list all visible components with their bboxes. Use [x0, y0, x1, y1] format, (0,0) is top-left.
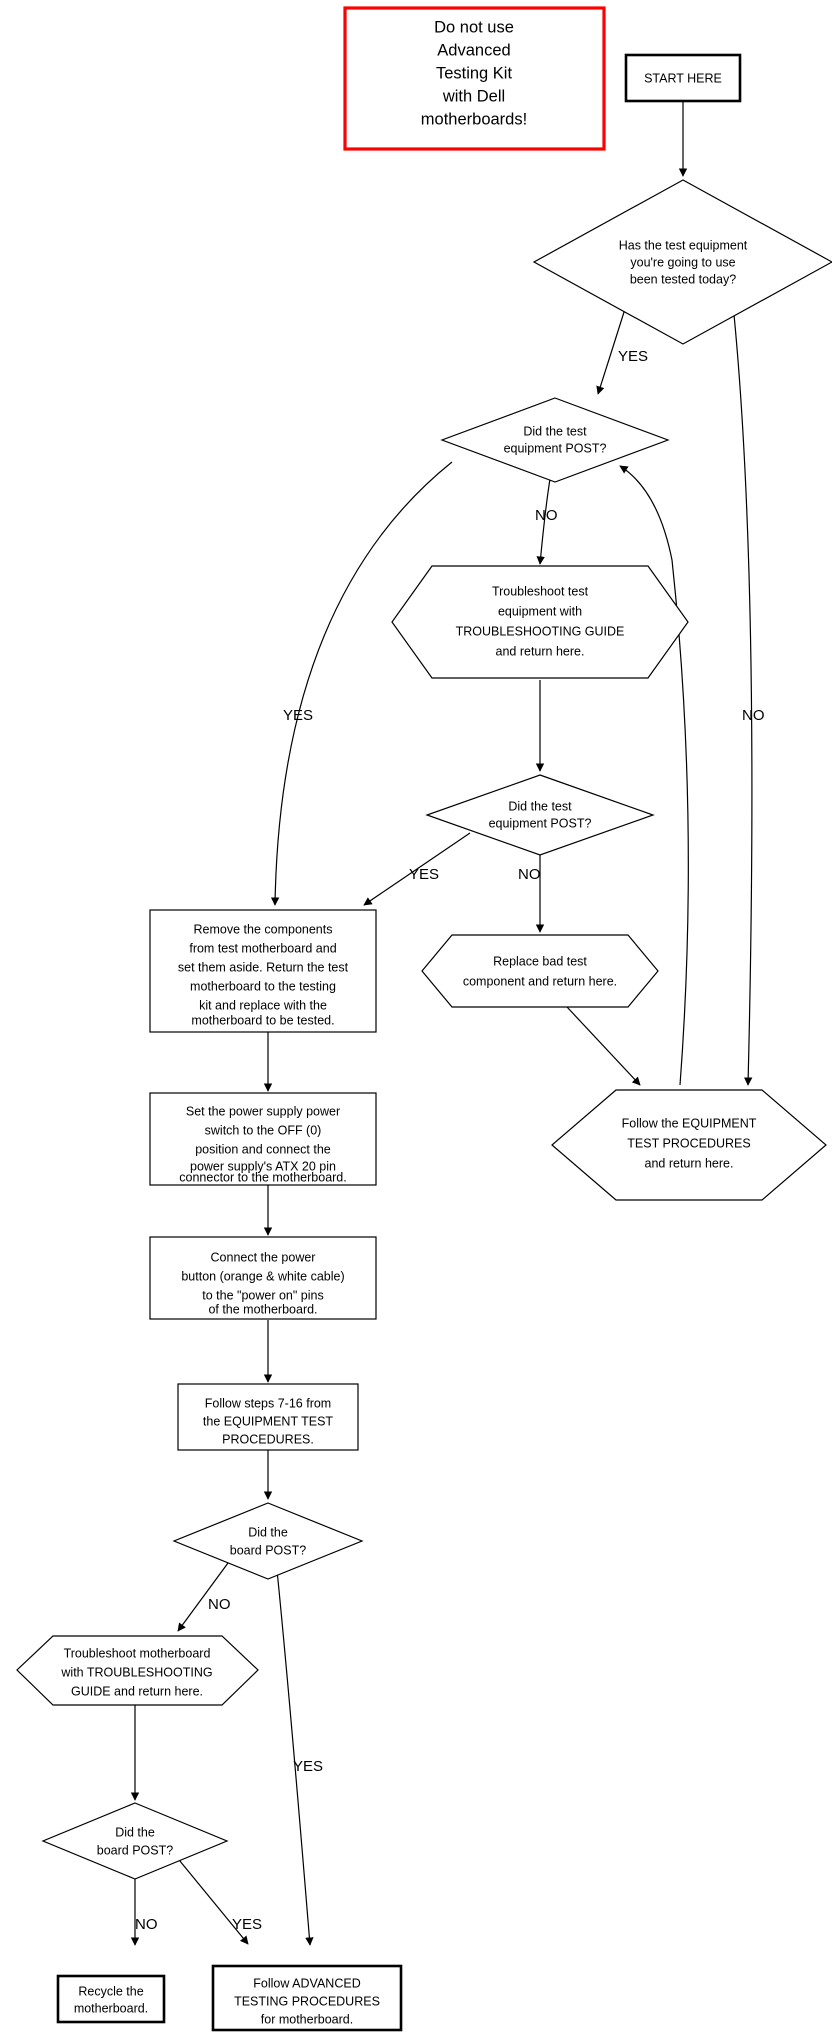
node-follow-advanced-testing[interactable]: Follow ADVANCED TESTING PROCEDURES for m…	[211, 1964, 403, 2032]
node-q-equipment-tested-line-2: been tested today?	[630, 272, 736, 286]
edge-label-yes-board-post-2: YES	[232, 1916, 262, 1933]
node-remove-line-0: Remove the components	[194, 922, 333, 936]
node-setpower-line-4: connector to the motherboard.	[179, 1170, 346, 1184]
node-setpower-line-1: switch to the OFF (0)	[205, 1123, 322, 1137]
node-setpower-line-0: Set the power supply power	[186, 1104, 340, 1118]
node-q-test-post-2-line-1: equipment POST?	[489, 816, 592, 830]
node-remove-line-4: kit and replace with the	[199, 998, 327, 1012]
node-q-test-post-1-line-1: equipment POST?	[504, 441, 607, 455]
node-warning-line-2: Testing Kit	[436, 64, 513, 82]
node-start-here[interactable]: START HERE	[624, 53, 742, 103]
node-tte-line-3: and return here.	[496, 644, 585, 658]
edge-board-post-1-yes	[276, 1569, 314, 1946]
node-q-test-post-2-line-0: Did the test	[508, 799, 572, 813]
node-remove-line-1: from test motherboard and	[189, 941, 336, 955]
node-tmb-line-0: Troubleshoot motherboard	[64, 1646, 211, 1660]
node-follow-equipment-test[interactable]: Follow the EQUIPMENT TEST PROCEDURES and…	[551, 1089, 827, 1201]
node-q-test-post-1[interactable]: Did the test equipment POST?	[440, 397, 670, 483]
node-q-equipment-tested[interactable]: Has the test equipment you're going to u…	[532, 179, 832, 345]
node-q-equipment-tested-line-1: you're going to use	[630, 255, 735, 269]
node-follow-steps-7-16[interactable]: Follow steps 7-16 from the EQUIPMENT TES…	[177, 1383, 359, 1451]
edge-label-no-board-post-1: NO	[208, 1596, 231, 1613]
node-warning-line-0: Do not use	[434, 18, 514, 36]
node-connect-power-button[interactable]: Connect the power button (orange & white…	[149, 1236, 377, 1320]
node-connect-line-0: Connect the power	[211, 1250, 316, 1264]
node-remove-components[interactable]: Remove the components from test motherbo…	[149, 909, 377, 1033]
node-steps-line-2: PROCEDURES.	[222, 1432, 314, 1446]
node-q-board-post-2[interactable]: Did the board POST?	[41, 1802, 229, 1880]
node-tte-line-1: equipment with	[498, 604, 582, 618]
node-setpower-line-2: position and connect the	[195, 1142, 331, 1156]
edge-label-no-test-post-2: NO	[518, 866, 541, 883]
node-q-board-post-1[interactable]: Did the board POST?	[172, 1502, 364, 1580]
node-q-board-post-1-line-1: board POST?	[230, 1543, 306, 1557]
node-recycle-motherboard[interactable]: Recycle the motherboard.	[56, 1974, 166, 2024]
node-tte-line-0: Troubleshoot test	[492, 584, 589, 598]
node-warning: Do not use Advanced Testing Kit with Del…	[343, 6, 606, 151]
node-q-board-post-2-line-0: Did the	[115, 1825, 155, 1839]
node-setpower-line-3: power supply's ATX 20 pin	[190, 1159, 336, 1173]
node-replace-line-1: component and return here.	[463, 974, 617, 988]
node-steps-line-0: Follow steps 7-16 from	[205, 1396, 331, 1410]
node-replace-line-0: Replace bad test	[493, 954, 587, 968]
node-q-equipment-tested-line-0: Has the test equipment	[619, 238, 748, 252]
edge-follow-equipment-back-to-post-1	[619, 465, 689, 1086]
edge-test-post-1-yes	[270, 461, 453, 906]
edge-test-post-2-yes	[363, 832, 471, 906]
node-connect-line-2: to the "power on" pins	[202, 1288, 323, 1302]
node-remove-line-5: motherboard to be tested.	[191, 1013, 334, 1027]
edge-board-post-2-yes	[174, 1854, 249, 1945]
node-q-board-post-2-line-1: board POST?	[97, 1843, 173, 1857]
edge-label-no-board-post-2: NO	[135, 1916, 158, 1933]
node-troubleshoot-test-equipment[interactable]: Troubleshoot test equipment with TROUBLE…	[391, 565, 689, 679]
node-fet-line-0: Follow the EQUIPMENT	[622, 1116, 757, 1130]
edge-label-yes-test-post-1: YES	[283, 707, 313, 724]
node-connect-line-1: button (orange & white cable)	[181, 1269, 344, 1283]
node-q-test-post-1-line-0: Did the test	[523, 424, 587, 438]
edge-label-yes-equipment-tested: YES	[618, 348, 648, 365]
node-tmb-line-2: GUIDE and return here.	[71, 1684, 203, 1698]
node-steps-line-1: the EQUIPMENT TEST	[203, 1414, 333, 1428]
edge-equipment-tested-no	[725, 242, 753, 1086]
node-set-power-supply[interactable]: Set the power supply power switch to the…	[149, 1092, 377, 1186]
node-start-here-label: START HERE	[644, 71, 722, 85]
node-warning-line-3: with Dell	[442, 87, 505, 105]
node-remove-line-3: motherboard to the testing	[190, 979, 336, 993]
edge-label-yes-test-post-2: YES	[409, 866, 439, 883]
node-troubleshoot-motherboard[interactable]: Troubleshoot motherboard with TROUBLESHO…	[16, 1635, 259, 1706]
node-connect-line-3: of the motherboard.	[208, 1302, 317, 1316]
edge-label-yes-board-post-1: YES	[293, 1758, 323, 1775]
node-warning-line-4: motherboards!	[421, 110, 527, 128]
node-fet-line-2: and return here.	[645, 1156, 734, 1170]
node-advanced-line-2: for motherboard.	[261, 2012, 353, 2026]
node-replace-bad-component[interactable]: Replace bad test component and return he…	[421, 934, 659, 1008]
node-recycle-line-0: Recycle the	[78, 1984, 143, 1998]
node-tmb-line-1: with TROUBLESHOOTING	[60, 1665, 212, 1679]
node-advanced-line-0: Follow ADVANCED	[253, 1976, 360, 1990]
edge-label-no-test-post-1: NO	[535, 507, 558, 524]
edge-board-post-1-no	[177, 1562, 229, 1632]
node-advanced-line-1: TESTING PROCEDURES	[234, 1994, 380, 2008]
node-q-test-post-2[interactable]: Did the test equipment POST?	[425, 774, 655, 856]
node-recycle-line-1: motherboard.	[74, 2001, 148, 2015]
node-fet-line-1: TEST PROCEDURES	[627, 1136, 750, 1150]
node-warning-line-1: Advanced	[437, 41, 510, 59]
node-tte-line-2: TROUBLESHOOTING GUIDE	[456, 624, 625, 638]
node-remove-line-2: set them aside. Return the test	[178, 960, 349, 974]
edge-label-no-equipment-tested: NO	[742, 707, 765, 724]
edge-replace-to-follow-equipment	[566, 1006, 641, 1086]
node-q-board-post-1-line-0: Did the	[248, 1525, 288, 1539]
